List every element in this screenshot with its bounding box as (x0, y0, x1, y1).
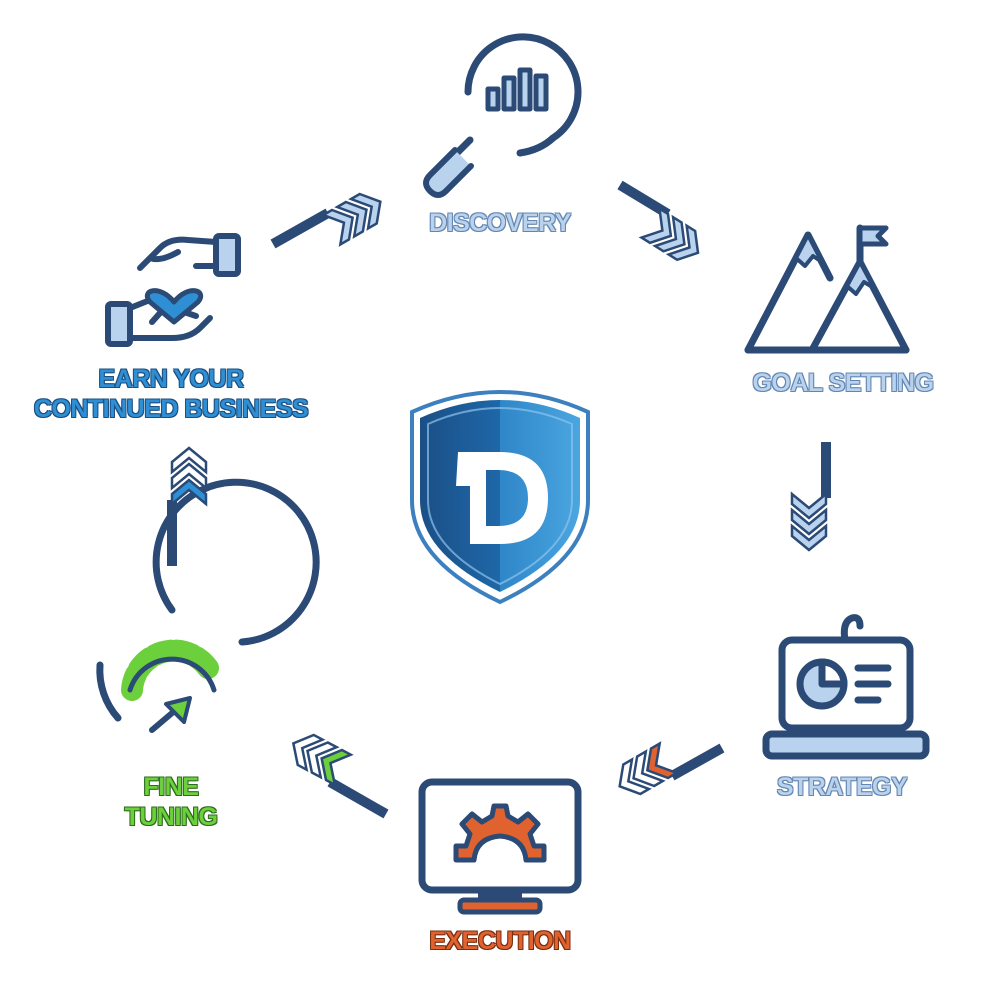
discovery-label: DISCOVERY (429, 209, 571, 237)
shield-logo (410, 390, 590, 605)
magnifier-chart-icon (423, 33, 582, 198)
earn-label: EARN YOUR CONTINUED BUSINESS (10, 364, 332, 424)
arrow-finetuning-to-earn (167, 446, 208, 566)
hands-heart-icon (105, 233, 241, 347)
arrow-earn-to-discovery (270, 185, 391, 249)
earn-line2: CONTINUED BUSINESS (33, 395, 309, 423)
mountain-flag-icon (744, 224, 910, 354)
goal-setting-label: GOAL SETTING (752, 369, 934, 397)
fine-tuning-label: FINE TUNING (86, 772, 256, 832)
gauge-icon (96, 478, 320, 733)
arrow-execution-to-finetuning (284, 727, 389, 819)
strategy-label: STRATEGY (776, 773, 908, 801)
fine-tuning-line2: TUNING (124, 803, 218, 831)
arrow-goal-to-strategy (790, 442, 831, 552)
arrow-strategy-to-execution (609, 742, 725, 803)
monitor-gear-icon (418, 778, 582, 915)
fine-tuning-line1: FINE (143, 773, 199, 801)
laptop-chart-icon (762, 614, 930, 760)
arrow-discovery-to-goal (617, 180, 709, 269)
execution-label: EXECUTION (429, 927, 571, 955)
earn-line1: EARN YOUR (98, 365, 244, 393)
